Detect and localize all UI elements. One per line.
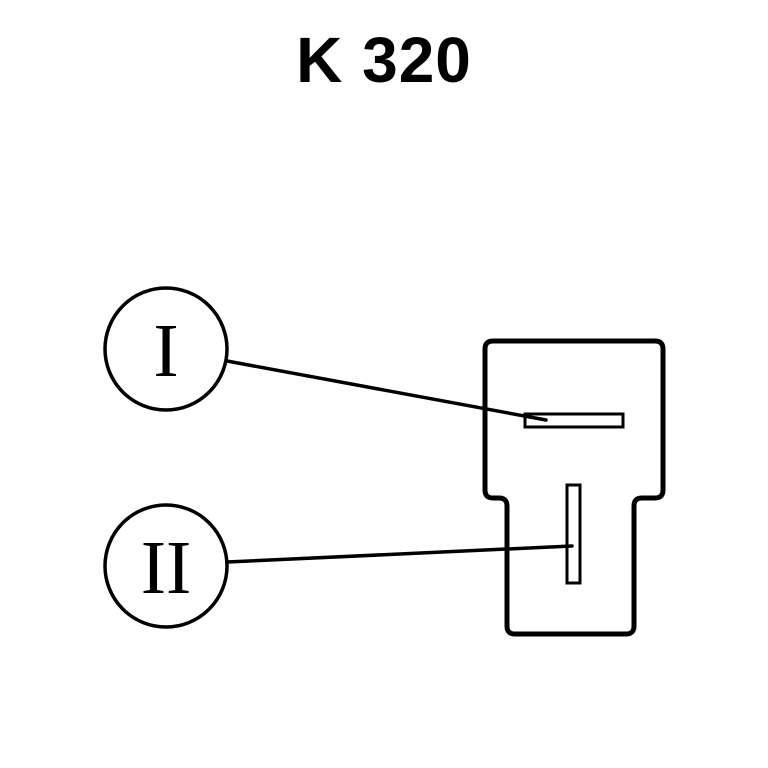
terminal-slot-horizontal (523, 412, 625, 429)
connector-housing (482, 338, 666, 637)
leader-line-i (225, 359, 548, 422)
callout-circle-ii (103, 503, 229, 629)
terminal-slot-vertical (565, 483, 582, 585)
callout-label-ii: II (141, 526, 192, 610)
leader-line-ii (225, 544, 574, 564)
diagram-title: K 320 (296, 24, 472, 96)
callout-circle-i (103, 286, 229, 412)
callout-label-i: I (153, 309, 178, 393)
